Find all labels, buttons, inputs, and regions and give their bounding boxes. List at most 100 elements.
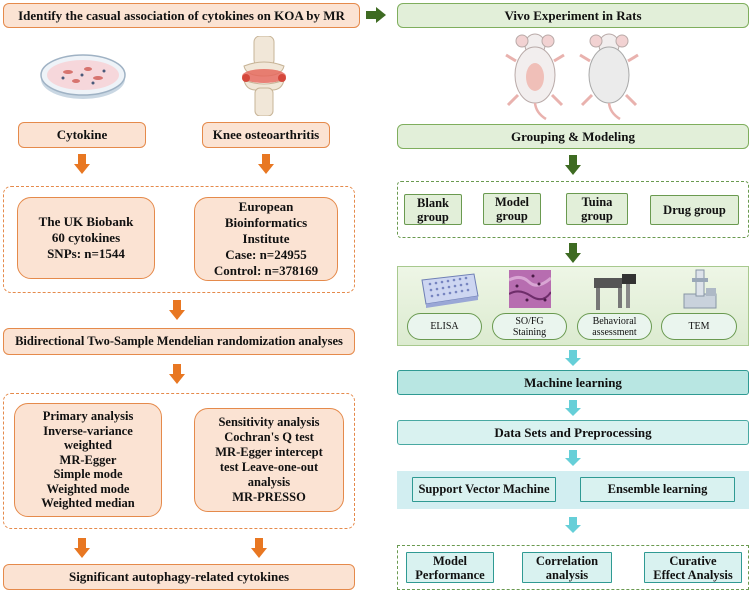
down-arrow-icon <box>565 450 581 466</box>
group-line: group <box>496 209 528 223</box>
group-line: Blank <box>417 195 449 210</box>
ebi-box: European Bioinformatics Institute Case: … <box>194 197 338 281</box>
down-arrow-icon <box>565 155 581 175</box>
down-arrow-icon <box>258 154 274 174</box>
mr-analysis-box: Bidirectional Two-Sample Mendelian rando… <box>3 328 355 355</box>
assay-label: Behavioral <box>592 315 637 327</box>
assay-label: ELISA <box>430 321 459 332</box>
knee-joint-icon <box>242 36 286 116</box>
cytokine-label: Cytokine <box>56 127 108 142</box>
svm-box: Support Vector Machine <box>412 477 556 502</box>
data-sets-label: Data Sets and Preprocessing <box>494 424 652 440</box>
koa-box: Knee osteoarthritis <box>202 122 330 148</box>
grouping-label: Grouping & Modeling <box>510 128 635 144</box>
petri-dish-icon <box>40 54 126 99</box>
ebi-line: Case: n=24955 <box>225 247 307 262</box>
primary-line: MR-Egger <box>59 452 117 467</box>
rat-icon <box>505 33 565 121</box>
primary-line: Weighted mode <box>46 481 130 496</box>
down-arrow-icon <box>169 364 185 384</box>
assay-label: TEM <box>688 321 710 332</box>
ebi-line: Bioinformatics <box>224 215 308 230</box>
ebi-line: Control: n=378169 <box>213 263 319 278</box>
sensitivity-analysis-box: Sensitivity analysis Cochran's Q test MR… <box>194 408 344 512</box>
machine-learning-box: Machine learning <box>397 370 749 395</box>
assay-label: SO/FG <box>515 315 544 327</box>
group-line: group <box>581 209 613 223</box>
uk-biobank-line: SNPs: n=1544 <box>47 246 125 261</box>
group-box-tuina: Tuina group <box>566 193 628 225</box>
sensitivity-line: Cochran's Q test <box>224 430 314 444</box>
left-title: Identify the casual association of cytok… <box>3 3 360 28</box>
output-line: Curative <box>669 553 717 568</box>
sensitivity-line: analysis <box>247 475 291 489</box>
down-arrow-icon <box>565 400 581 416</box>
group-line: group <box>417 209 449 224</box>
primary-line: Simple mode <box>53 467 123 482</box>
analysis-methods-container <box>3 393 355 529</box>
output-line: Model <box>432 553 468 568</box>
ensemble-box: Ensemble learning <box>580 477 735 502</box>
uk-biobank-box: The UK Biobank 60 cytokines SNPs: n=1544 <box>17 197 155 279</box>
output-line: Performance <box>415 567 485 582</box>
primary-analysis-box: Primary analysis Inverse-variance weight… <box>14 403 162 517</box>
outputs-container <box>397 545 749 590</box>
uk-biobank-line: 60 cytokines <box>51 230 121 245</box>
ensemble-label: Ensemble learning <box>607 482 708 496</box>
primary-line: Primary analysis <box>42 409 134 424</box>
right-title-text: Vivo Experiment in Rats <box>504 7 642 23</box>
result-label: Significant autophagy-related cytokines <box>68 569 290 584</box>
rat-icon <box>579 33 639 121</box>
result-box: Significant autophagy-related cytokines <box>3 564 355 590</box>
primary-line: Inverse-variance <box>43 423 133 438</box>
down-arrow-icon <box>74 538 90 558</box>
sensitivity-line: MR-PRESSO <box>232 490 306 504</box>
right-title: Vivo Experiment in Rats <box>397 3 749 28</box>
koa-label: Knee osteoarthritis <box>212 127 320 142</box>
behavior-apparatus-icon <box>594 274 636 310</box>
group-box-blank: Blank group <box>404 194 462 225</box>
right-arrow-icon <box>366 7 386 23</box>
data-sources-container <box>3 186 355 293</box>
sensitivity-line: Sensitivity analysis <box>218 415 320 429</box>
cytokine-box: Cytokine <box>18 122 146 148</box>
assay-label: Staining <box>512 326 547 338</box>
assay-label: assessment <box>592 326 637 338</box>
ebi-line: Institute <box>242 231 290 246</box>
primary-line: Weighted median <box>41 496 135 511</box>
ebi-line: European <box>238 199 294 214</box>
down-arrow-icon <box>74 154 90 174</box>
electron-microscope-icon <box>683 269 717 309</box>
output-line: Correlation <box>535 553 599 568</box>
output-correlation: Correlation analysis <box>522 552 612 583</box>
down-arrow-icon <box>169 300 185 320</box>
svm-label: Support Vector Machine <box>418 482 550 496</box>
groups-container <box>397 181 749 238</box>
primary-line: weighted <box>64 438 112 453</box>
down-arrow-icon <box>251 538 267 558</box>
group-box-model: Model group <box>483 193 541 225</box>
machine-learning-label: Machine learning <box>524 374 622 390</box>
elisa-plate-icon <box>421 273 479 308</box>
down-arrow-icon <box>565 243 581 263</box>
group-line: Drug group <box>663 203 726 217</box>
mr-analysis-label: Bidirectional Two-Sample Mendelian rando… <box>15 334 343 348</box>
grouping-box: Grouping & Modeling <box>397 124 749 149</box>
output-model-performance: Model Performance <box>406 552 494 583</box>
assay-tem: TEM <box>661 313 737 340</box>
sensitivity-line: test Leave-one-out <box>219 460 319 474</box>
output-curative-effect: Curative Effect Analysis <box>644 552 742 583</box>
group-line: Model <box>494 195 530 209</box>
output-line: analysis <box>545 567 589 582</box>
assay-sofg: SO/FG Staining <box>492 313 567 340</box>
down-arrow-icon <box>565 350 581 366</box>
group-line: Tuina <box>581 195 613 209</box>
data-sets-box: Data Sets and Preprocessing <box>397 420 749 445</box>
left-title-text: Identify the casual association of cytok… <box>18 7 345 23</box>
down-arrow-icon <box>565 517 581 533</box>
assay-elisa: ELISA <box>407 313 482 340</box>
assay-behavioral: Behavioral assessment <box>577 313 652 340</box>
output-line: Effect Analysis <box>653 567 733 582</box>
sensitivity-line: MR-Egger intercept <box>215 445 323 459</box>
uk-biobank-line: The UK Biobank <box>38 214 134 229</box>
